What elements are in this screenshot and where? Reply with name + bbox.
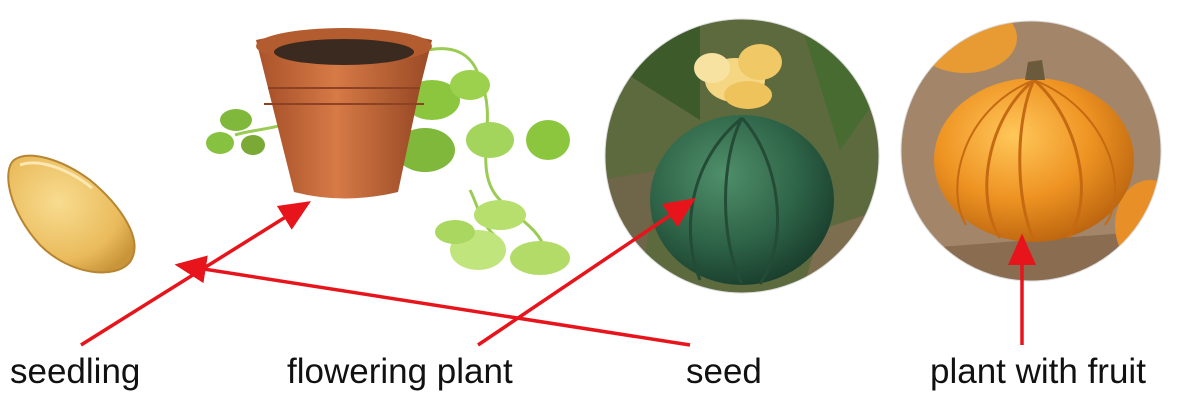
label-seedling: seedling — [10, 352, 140, 392]
label-plant-with-fruit: plant with fruit — [930, 352, 1146, 392]
label-flowering-plant: flowering plant — [287, 352, 513, 392]
seed-image — [8, 156, 134, 273]
arrow-seed-to-seed-image — [178, 265, 690, 345]
label-seed: seed — [686, 352, 762, 392]
flowering-plant-image — [600, 15, 890, 305]
seedling-pot-image — [206, 28, 570, 275]
plant-with-fruit-image — [900, 3, 1177, 290]
